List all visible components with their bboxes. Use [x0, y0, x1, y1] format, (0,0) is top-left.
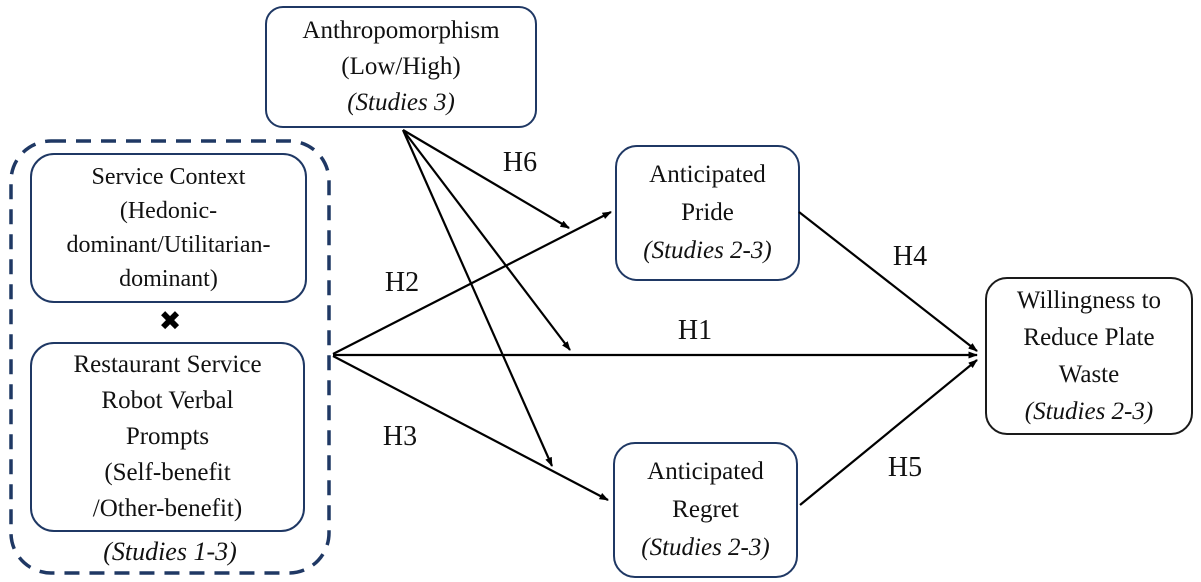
node-anthropomorphism-line: Anthropomorphism: [302, 17, 500, 44]
node-service-context-line: Service Context: [91, 164, 246, 190]
node-anticipated-regret: Anticipated Regret (Studies 2-3): [613, 442, 798, 578]
node-service-context: Service Context (Hedonic- dominant/Utili…: [30, 153, 307, 303]
node-service-context-line: (Hedonic-: [119, 198, 218, 224]
node-willingness-line: Reduce Plate: [1023, 324, 1155, 351]
hypothesis-label-h5: H5: [887, 452, 923, 483]
hypothesis-label-h4: H4: [892, 241, 928, 272]
node-pride-line: Pride: [681, 199, 734, 226]
node-robot-prompts-line: Prompts: [125, 423, 210, 450]
interaction-times-icon: ✖: [158, 306, 182, 337]
node-pride-studies: (Studies 2-3): [643, 237, 772, 264]
arrow-moderation-on-h3: [401, 129, 554, 467]
arrow-moderation-on-h1: [402, 129, 571, 351]
arrow-h6-moderation-on-h2: [402, 129, 570, 229]
node-robot-prompts-line: (Self-benefit: [104, 459, 231, 486]
hypothesis-label-h3: H3: [382, 421, 418, 452]
arrow-h4: [798, 211, 978, 352]
hypothesis-label-h6: H6: [502, 147, 538, 178]
node-anthropomorphism: Anthropomorphism (Low/High) (Studies 3): [265, 6, 537, 128]
hypothesis-label-h1: H1: [677, 315, 713, 346]
iv-group-studies-label: (Studies 1-3): [103, 537, 237, 566]
node-robot-prompts: Restaurant Service Robot Verbal Prompts …: [30, 342, 305, 532]
node-regret-studies: (Studies 2-3): [641, 534, 770, 561]
node-willingness-studies: (Studies 2-3): [1024, 398, 1154, 425]
node-anthropomorphism-studies: (Studies 3): [347, 89, 455, 116]
node-robot-prompts-line: Restaurant Service: [73, 351, 262, 378]
node-anticipated-pride: Anticipated Pride (Studies 2-3): [615, 145, 800, 281]
node-regret-line: Anticipated: [647, 458, 764, 485]
arrow-h2: [332, 211, 612, 355]
node-anthropomorphism-line: (Low/High): [341, 53, 461, 80]
node-willingness-line: Willingness to: [1016, 287, 1162, 314]
node-service-context-line: dominant/Utilitarian-: [66, 232, 271, 258]
arrow-h3: [332, 355, 609, 501]
node-willingness-line: Waste: [1058, 361, 1120, 388]
hypothesis-label-h2: H2: [384, 267, 420, 298]
node-regret-line: Regret: [672, 496, 739, 523]
node-robot-prompts-line: Robot Verbal: [101, 387, 234, 414]
node-willingness-reduce-plate-waste: Willingness to Reduce Plate Waste (Studi…: [985, 277, 1193, 435]
node-robot-prompts-line: /Other-benefit): [92, 495, 243, 522]
node-pride-line: Anticipated: [649, 161, 766, 188]
node-service-context-line: dominant): [119, 266, 218, 292]
